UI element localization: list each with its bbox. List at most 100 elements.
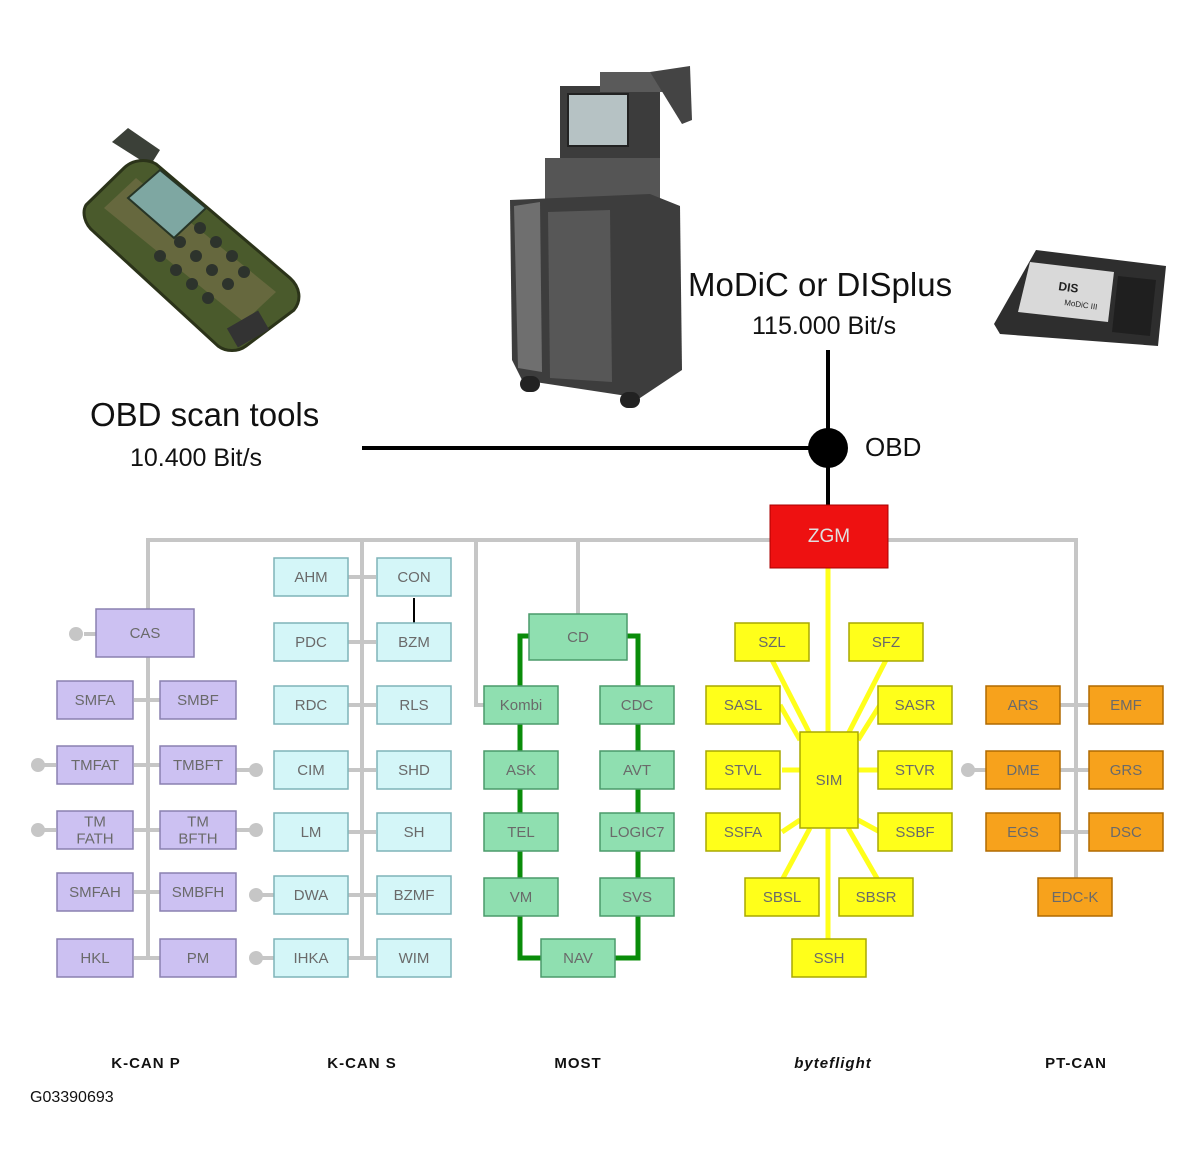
node-cim-box: [273, 750, 349, 790]
node-con-box: [376, 557, 452, 597]
node-ahm-box: [273, 557, 349, 597]
node-edc-k-box: [1037, 877, 1113, 917]
node-ihka: IHKA: [273, 938, 349, 978]
node-emf-label: EMF: [1110, 697, 1142, 714]
node-sbsr-label: SBSR: [856, 889, 897, 906]
node-tmfat-box: [56, 745, 134, 785]
node-stvl: STVL: [705, 750, 781, 790]
node-dwa: DWA: [273, 875, 349, 915]
node-lm-label: LM: [301, 824, 322, 841]
node-ars-label: ARS: [1008, 697, 1039, 714]
node-ssh-box: [791, 938, 867, 978]
node-grs-label: GRS: [1110, 762, 1143, 779]
node-logic7: LOGIC7: [599, 812, 675, 852]
node-wim-box: [376, 938, 452, 978]
node-smbf: SMBF: [159, 680, 237, 720]
node-grs-box: [1088, 750, 1164, 790]
node-ssfa-box: [705, 812, 781, 852]
module-nodes: CASSMFATMFATTMFATHSMFAHHKLSMBFTMBFTTMBFT…: [56, 557, 1164, 978]
node-stvr: STVR: [877, 750, 953, 790]
node-pm-label: PM: [187, 950, 210, 967]
node-bzm-label: BZM: [398, 634, 430, 651]
node-ssh: SSH: [791, 938, 867, 978]
node-rls: RLS: [376, 685, 452, 725]
node-sasl-label: SASL: [724, 697, 762, 714]
node-tm-bfth-box: [159, 810, 237, 850]
node-szl: SZL: [734, 622, 810, 662]
node-tmbft-box: [159, 745, 237, 785]
node-dwa-box: [273, 875, 349, 915]
node-rdc-box: [273, 685, 349, 725]
node-grs: GRS: [1088, 750, 1164, 790]
node-smbf-label: SMBF: [177, 692, 219, 709]
node-tm-bfth-label: BFTH: [178, 831, 217, 848]
node-stvl-label: STVL: [724, 762, 762, 779]
node-edc-k: EDC-K: [1037, 877, 1113, 917]
node-tmbft: TMBFT: [159, 745, 237, 785]
node-cd-box: [528, 613, 628, 661]
node-smbfh: SMBFH: [159, 872, 237, 912]
node-tmbft-label: TMBFT: [173, 757, 223, 774]
node-avt: AVT: [599, 750, 675, 790]
node-tel-label: TEL: [507, 824, 535, 841]
node-rdc-label: RDC: [295, 697, 328, 714]
bus-label-ptcan: PT-CAN: [1045, 1055, 1107, 1072]
node-dsc: DSC: [1088, 812, 1164, 852]
node-bzmf-label: BZMF: [394, 887, 435, 904]
node-egs-box: [985, 812, 1061, 852]
node-rls-box: [376, 685, 452, 725]
node-sbsr: SBSR: [838, 877, 914, 917]
node-bzmf: BZMF: [376, 875, 452, 915]
node-smfa: SMFA: [56, 680, 134, 720]
node-cim-label: CIM: [297, 762, 325, 779]
node-ssbf: SSBF: [877, 812, 953, 852]
node-szl-box: [734, 622, 810, 662]
obd-scan-tool-illustration: [82, 128, 301, 352]
node-smfah-box: [56, 872, 134, 912]
node-wim-label: WIM: [399, 950, 430, 967]
obd-scan-tools-title: OBD scan tools: [90, 396, 319, 433]
node-ihka-box: [273, 938, 349, 978]
node-cdc: CDC: [599, 685, 675, 725]
bus-label-kcanp: K-CAN P: [111, 1055, 181, 1072]
node-lm-box: [273, 812, 349, 852]
node-ahm-label: AHM: [294, 569, 327, 586]
node-szl-label: SZL: [758, 634, 786, 651]
node-bzm-box: [376, 622, 452, 662]
node-pdc-box: [273, 622, 349, 662]
node-tm-bfth-label: TM: [187, 814, 209, 831]
node-emf: EMF: [1088, 685, 1164, 725]
node-cas: CAS: [95, 608, 195, 658]
node-kombi-label: Kombi: [500, 697, 543, 714]
node-hkl: HKL: [56, 938, 134, 978]
figure-id: G03390693: [30, 1089, 114, 1106]
node-sfz-box: [848, 622, 924, 662]
node-ask-label: ASK: [506, 762, 536, 779]
node-stvr-label: STVR: [895, 762, 935, 779]
zgm-label: ZGM: [808, 526, 850, 547]
node-con: CON: [376, 557, 452, 597]
node-ssfa: SSFA: [705, 812, 781, 852]
node-con-label: CON: [397, 569, 430, 586]
node-svs: SVS: [599, 877, 675, 917]
node-vm: VM: [483, 877, 559, 917]
node-shd: SHD: [376, 750, 452, 790]
node-sfz: SFZ: [848, 622, 924, 662]
obd-port-icon: [808, 428, 848, 468]
node-egs: EGS: [985, 812, 1061, 852]
node-cd: CD: [528, 613, 628, 661]
node-sasl-box: [705, 685, 781, 725]
node-sbsl-label: SBSL: [763, 889, 801, 906]
gray-bus-lines: [42, 538, 1090, 960]
node-ssbf-box: [877, 812, 953, 852]
node-sbsr-box: [838, 877, 914, 917]
node-smfa-box: [56, 680, 134, 720]
node-cas-box: [95, 608, 195, 658]
node-wim: WIM: [376, 938, 452, 978]
node-cim: CIM: [273, 750, 349, 790]
node-sh-box: [376, 812, 452, 852]
node-tm-fath-label: TM: [84, 814, 106, 831]
modic-cart-illustration: [510, 66, 692, 408]
node-logic7-box: [599, 812, 675, 852]
node-smbfh-label: SMBFH: [172, 884, 225, 901]
